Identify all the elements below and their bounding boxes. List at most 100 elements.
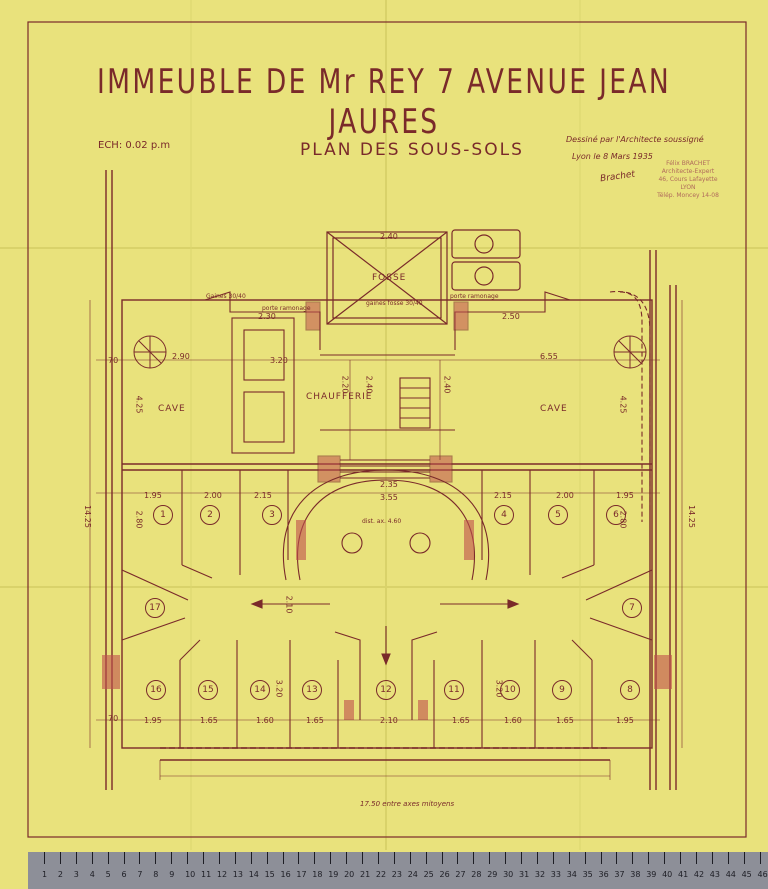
ruler-number: 3 [73,870,79,879]
ruler-number: 10 [185,870,196,879]
dimension-label: 70 [108,714,119,723]
ruler-tick [600,852,602,864]
dimension-label: 1.65 [556,716,574,725]
ruler-tick [139,852,141,864]
scale-label: ECH: 0.02 p.m [98,140,171,151]
ruler-tick [441,852,443,864]
room-label-cave-right: CAVE [540,404,568,414]
ruler-number: 46 [757,870,768,879]
ruler-number: 22 [375,870,387,879]
cellar-number: 17 [145,598,165,618]
stamp-line: Télép. Moncey 14-08 [657,192,719,199]
ruler-number: 33 [550,870,561,879]
cellar-number: 3 [262,505,282,525]
ruler-tick [489,852,491,864]
ruler-number: 4 [89,870,95,879]
ruler-number: 2 [57,870,63,879]
dimension-label: 2.90 [172,352,190,361]
ruler-number: 16 [280,870,291,879]
ruler-tick [266,852,268,864]
ruler-tick [187,852,189,864]
cellar-partitions [121,470,653,748]
dimension-label: 2.40 [380,232,398,241]
ruler-number: 8 [153,870,159,879]
cellar-number: 7 [622,598,642,618]
stamp-line: Architecte-Expert [661,168,715,175]
cellar-number: 15 [198,680,218,700]
ruler-tick [552,852,554,864]
dimension-label: 2.40 [364,375,374,394]
ruler-tick [393,852,395,864]
dimension-label: 1.95 [616,491,634,500]
ruler-number: 6 [121,870,127,879]
dimension-label: 1.95 [616,716,634,725]
ruler-tick [759,852,761,864]
ruler-number: 11 [201,870,212,879]
ruler-number: 38 [630,870,641,879]
ruler-tick [346,852,348,864]
ruler-tick [91,852,93,864]
dimension-label: 2.40 [442,375,452,394]
dimension-label: 3.55 [380,493,398,502]
ruler-tick [123,852,125,864]
dimension-lines [89,300,683,780]
cellar-number: 11 [444,680,464,700]
dimension-label: 1.65 [200,716,218,725]
label-vent-center: gaines fosse 30/40 [366,300,423,307]
ruler-tick [664,852,666,864]
ruler-tick [473,852,475,864]
architect-note: Dessiné par l'Architecte soussigné [566,135,704,144]
dimension-label: 2.50 [502,312,520,321]
room-label-cave-left: CAVE [158,404,186,414]
ruler-number: 43 [709,870,720,879]
date-note: Lyon le 8 Mars 1935 [572,152,653,161]
ruler-number: 26 [439,870,450,879]
ruler-number: 27 [455,870,466,879]
dimension-label: 70 [108,356,119,365]
ruler-tick [107,852,109,864]
dimension-label: 2.80 [618,510,628,529]
ruler-tick [155,852,157,864]
dimension-label: 2.20 [340,375,350,394]
ruler-number: 12 [216,870,228,879]
ruler-number: 23 [391,870,402,879]
drawing-subtitle: PLAN DES SOUS-SOLS [300,140,524,160]
dimension-label: 1.65 [306,716,324,725]
ruler-number: 35 [582,870,593,879]
ruler-tick [409,852,411,864]
ruler-tick [75,852,77,864]
ruler-number: 20 [344,870,355,879]
cellar-number: 16 [146,680,166,700]
ruler-number: 44 [725,870,736,879]
dimension-label: 3.20 [270,356,288,365]
ruler-tick [711,852,713,864]
ruler-number: 18 [312,870,323,879]
ruler-tick [648,852,650,864]
cellar-number: 5 [548,505,568,525]
ruler-tick [425,852,427,864]
ruler-tick [377,852,379,864]
ruler-number: 15 [264,870,275,879]
dimension-label: 2.00 [556,491,574,500]
dimension-label: 4.25 [618,395,628,414]
dimension-label: 2.80 [134,510,144,529]
ruler-number: 21 [360,870,371,879]
ruler-tick [171,852,173,864]
ruler-tick [568,852,570,864]
ruler-number: 42 [693,870,705,879]
ruler-number: 39 [646,870,657,879]
architect-stamp: Félix BRACHET Architecte-Expert 46, Cour… [640,160,736,206]
cellar-number: 9 [552,680,572,700]
ruler-tick [362,852,363,864]
ruler-tick [218,852,220,864]
ruler-tick [521,852,522,864]
dimension-label: 1.60 [256,716,274,725]
cellar-number: 12 [376,680,396,700]
ruler-number: 7 [137,870,143,879]
stamp-line: 46, Cours Lafayette [658,176,718,183]
room-label-boiler: CHAUFFERIE [306,392,373,402]
dimension-label: 3.20 [494,679,504,698]
dimension-label: 1.95 [144,716,162,725]
